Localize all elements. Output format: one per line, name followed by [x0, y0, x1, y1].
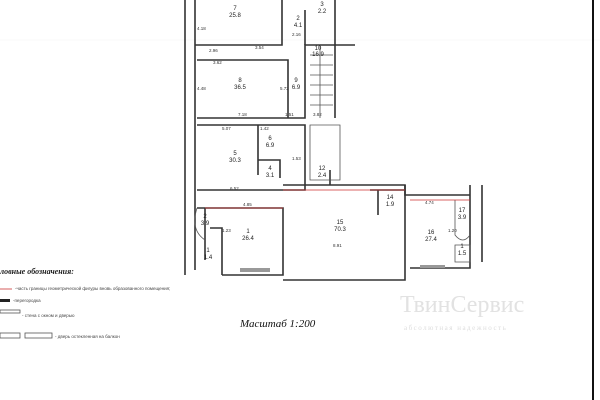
dimension-label: 3.62	[213, 60, 222, 65]
legend-item-wall-window-door: - стена с окном и дверью	[22, 313, 75, 318]
scale-label: Масштаб 1:200	[240, 318, 316, 330]
room-number: 12	[319, 166, 326, 172]
dimension-label: 2.16	[292, 32, 301, 37]
room-area: 26.4	[242, 236, 254, 242]
dimension-label: 8.91	[333, 243, 342, 248]
dimension-labels: 2.96 3.54 3.62 7.18 3.82 5.07 1.42 1.51 …	[197, 26, 457, 248]
dimension-label: 3.54	[255, 45, 264, 50]
room-number: 1	[460, 244, 464, 250]
room-number: 14	[387, 195, 394, 201]
dimension-label: 2.96	[209, 48, 218, 53]
dimension-label: 5.72	[280, 86, 289, 91]
room-number: 6	[268, 136, 272, 142]
walls	[184, 0, 483, 281]
dimension-label: 4.18	[197, 26, 206, 31]
room-area: 3.9	[201, 221, 210, 227]
room-area: 3.9	[458, 215, 467, 221]
room-labels: 7 25.8 8 36.5 9 6.9 10 16.9 2 4.1 3 2.2 …	[201, 2, 467, 261]
room-number: 7	[233, 6, 237, 12]
watermark-tagline: абсолютная надежность	[404, 324, 507, 332]
room-area: 6.9	[292, 85, 301, 91]
legend-item-balcony-door: - дверь остекленная на балкон	[55, 334, 120, 339]
room-number: 1	[206, 248, 210, 254]
room-area: 2.2	[318, 9, 327, 15]
dimension-label: 3.82	[313, 112, 322, 117]
room-number: 4	[268, 166, 272, 172]
room-number: 16	[428, 230, 435, 236]
room-area: 16.9	[312, 52, 324, 58]
dimension-label: 1.42	[260, 126, 269, 131]
room-number: 2	[296, 16, 300, 22]
room-number: 5	[233, 151, 237, 157]
room-number: 1	[246, 229, 250, 235]
dimension-label: 7.18	[238, 112, 247, 117]
dimension-label: 1.20	[448, 228, 457, 233]
legend-item-boundary: -часть границы геометрической фигуры вно…	[15, 286, 171, 291]
legend-title: ловные обозначения:	[0, 267, 74, 276]
room-number: 15	[337, 220, 344, 226]
room-number: 8	[238, 78, 242, 84]
room-area: 1.9	[386, 202, 395, 208]
dimension-label: 4.48	[197, 86, 206, 91]
room-area: 30.3	[229, 158, 241, 164]
room-area: 27.4	[425, 237, 437, 243]
room-area: 70.3	[334, 227, 346, 233]
room-number: 9	[294, 78, 298, 84]
room-area: 2.4	[318, 173, 327, 179]
dimension-label: 5.07	[222, 126, 231, 131]
room-area: 36.5	[234, 85, 246, 91]
room-area: 1.5	[458, 251, 467, 257]
room-number: 2	[203, 214, 207, 220]
room-number: 3	[320, 2, 324, 8]
page-edge	[592, 0, 594, 400]
dimension-label: 1.53	[292, 156, 301, 161]
room-number: 17	[459, 208, 466, 214]
dimension-label: 4.85	[243, 202, 252, 207]
room-area: 1.4	[204, 255, 213, 261]
legend-symbols	[0, 288, 53, 339]
dimension-label: 1.51	[285, 112, 294, 117]
room-area: 3.1	[266, 173, 275, 179]
dimension-label: 6.52	[230, 186, 239, 191]
room-area: 4.1	[294, 23, 303, 29]
room-area: 6.9	[266, 143, 275, 149]
dimension-label: 1.23	[222, 228, 231, 233]
room-area: 25.8	[229, 13, 241, 19]
legend-item-partition: -перегородка	[13, 298, 41, 303]
room-number: 10	[315, 46, 322, 52]
dimension-label: 4.74	[425, 200, 434, 205]
watermark-brand: ТвинСервис	[400, 292, 524, 318]
